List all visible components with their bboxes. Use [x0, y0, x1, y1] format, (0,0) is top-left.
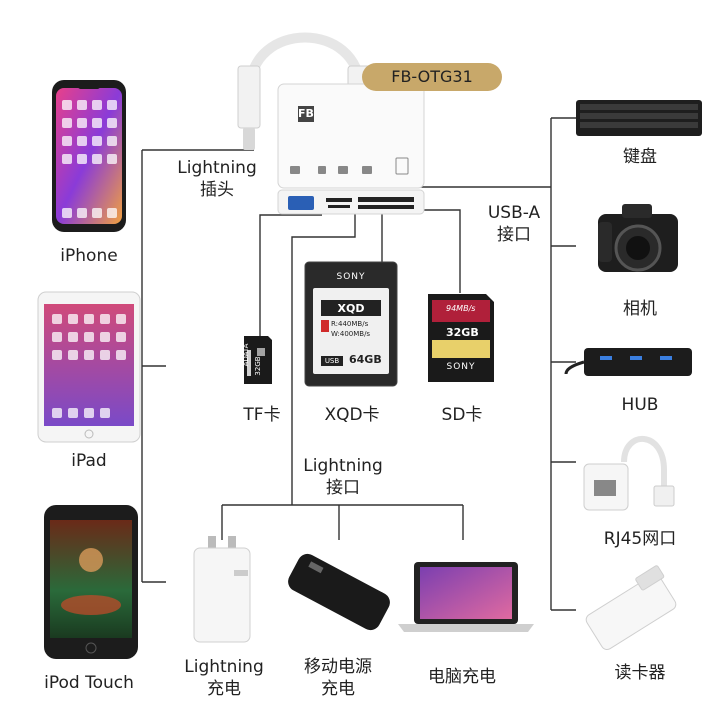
hub-label: HUB — [621, 395, 659, 415]
brand-logo: FB — [298, 107, 314, 120]
ipad-label: iPad — [71, 451, 107, 471]
tf-card-label: TF卡 — [243, 405, 281, 425]
ipod-touch-label: iPod Touch — [44, 673, 134, 693]
iphone-image — [52, 80, 126, 232]
sd-card-capacity-text: 32GB — [446, 326, 479, 339]
computer-charging-label: 电脑充电 — [414, 666, 510, 688]
xqd-card-usb-text: USB — [324, 357, 340, 365]
sd-card-brand-text: SONY — [446, 362, 476, 372]
ipod-touch-image — [44, 505, 138, 659]
tf-card-image — [244, 336, 272, 384]
camera-label: 相机 — [623, 299, 657, 319]
laptop-image — [398, 562, 534, 632]
power-bank-label-line2: 充电 — [321, 679, 355, 699]
wall-charger-label-line1: Lightning — [184, 657, 264, 677]
sd-card-label: SD卡 — [441, 405, 483, 425]
sd-card-speed-text: 94MB/s — [446, 304, 476, 313]
lightning-port-label-line1: Lightning — [303, 456, 383, 476]
usb-hub-image — [564, 348, 692, 376]
camera-image — [598, 204, 678, 272]
otg-adapter — [237, 32, 425, 215]
tf-card-brand-text: ADATA — [242, 343, 250, 367]
model-badge: FB-OTG31 — [362, 63, 502, 91]
rj45-label: RJ45网口 — [603, 529, 677, 549]
xqd-card-label: XQD卡 — [324, 405, 380, 425]
usb-a-port-label: USB-A 接口 — [478, 202, 550, 246]
usb-a-port-label-line1: USB-A — [487, 203, 541, 223]
xqd-card-brand-text: SONY — [336, 272, 366, 282]
xqd-card-read-speed-text: R:440MB/s — [331, 320, 369, 328]
ipad-image — [37, 291, 141, 443]
lightning-plug-label: Lightning 插头 — [172, 157, 262, 201]
lightning-port-label: Lightning 接口 — [298, 455, 388, 499]
keyboard-label: 键盘 — [623, 147, 657, 167]
sd-card-image — [428, 294, 494, 382]
power-bank-label: 移动电源 充电 — [292, 656, 384, 700]
lightning-plug-label-line2: 插头 — [200, 180, 234, 200]
lightning-plug-label-line1: Lightning — [177, 158, 257, 178]
connector-lines — [141, 117, 576, 611]
rj45-adapter-image — [583, 435, 675, 511]
usb-a-port-label-line2: 接口 — [497, 225, 531, 245]
keyboard-image — [576, 100, 702, 136]
power-bank-image — [288, 553, 390, 631]
power-bank-label-line1: 移动电源 — [304, 657, 372, 677]
wall-charger-label-line2: 充电 — [207, 679, 241, 699]
iphone-label: iPhone — [60, 246, 118, 266]
tf-card-capacity-text: 32GB — [254, 356, 262, 376]
card-reader-image — [585, 565, 677, 650]
wall-charger-image — [193, 536, 251, 643]
xqd-card-format-text: XQD — [337, 302, 365, 315]
computer-charging-label-line1: 电脑充电 — [428, 667, 496, 687]
card-reader-label: 读卡器 — [614, 663, 666, 683]
xqd-card-image — [304, 261, 398, 387]
lightning-port-label-line2: 接口 — [326, 478, 360, 498]
wall-charger-label: Lightning 充电 — [178, 656, 270, 700]
xqd-card-capacity-text: 64GB — [349, 353, 382, 366]
xqd-card-write-speed-text: W:400MB/s — [331, 330, 371, 338]
